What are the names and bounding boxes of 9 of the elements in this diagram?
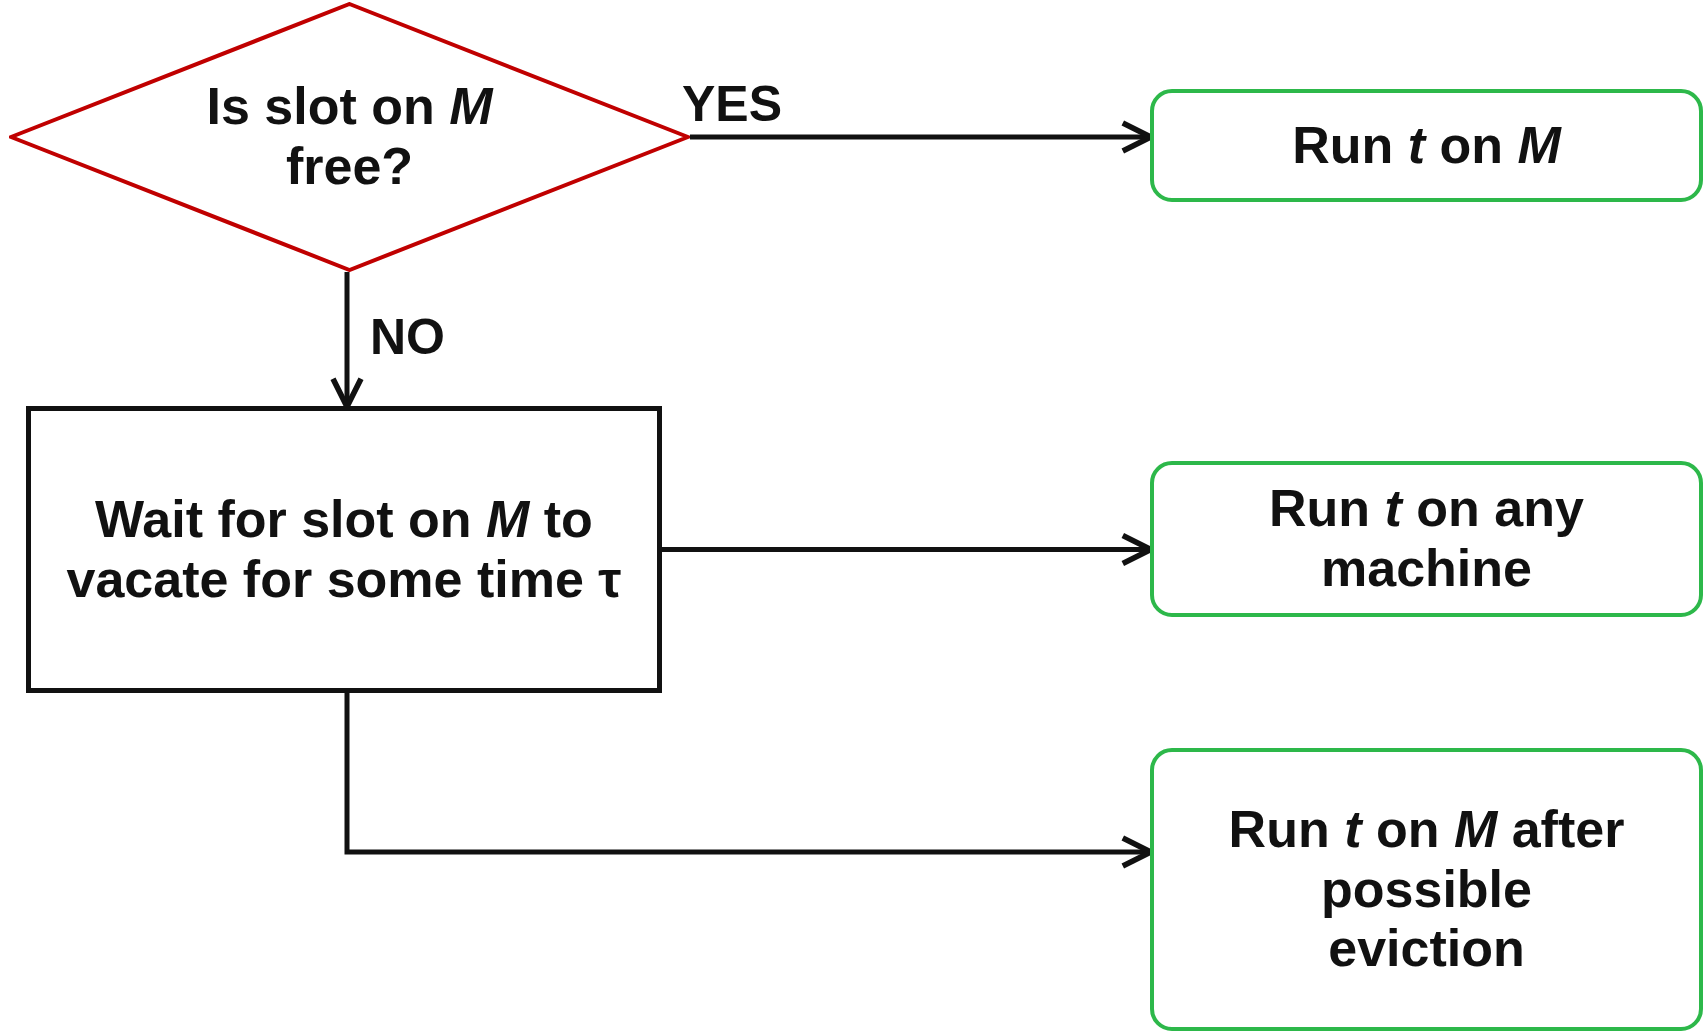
node-text: Wait for slot on M to vacate for some time τ xyxy=(65,489,623,610)
process-box xyxy=(26,406,662,693)
node-text: Is slot on M free? xyxy=(205,77,495,197)
result-box xyxy=(1150,89,1703,202)
node-text: Run t on M xyxy=(1291,115,1563,176)
node-text: Run t on any machine xyxy=(1268,479,1585,599)
result-box xyxy=(1150,461,1703,617)
node-text: Run t on M after possible eviction xyxy=(1227,799,1626,980)
result-box xyxy=(1150,748,1703,1031)
